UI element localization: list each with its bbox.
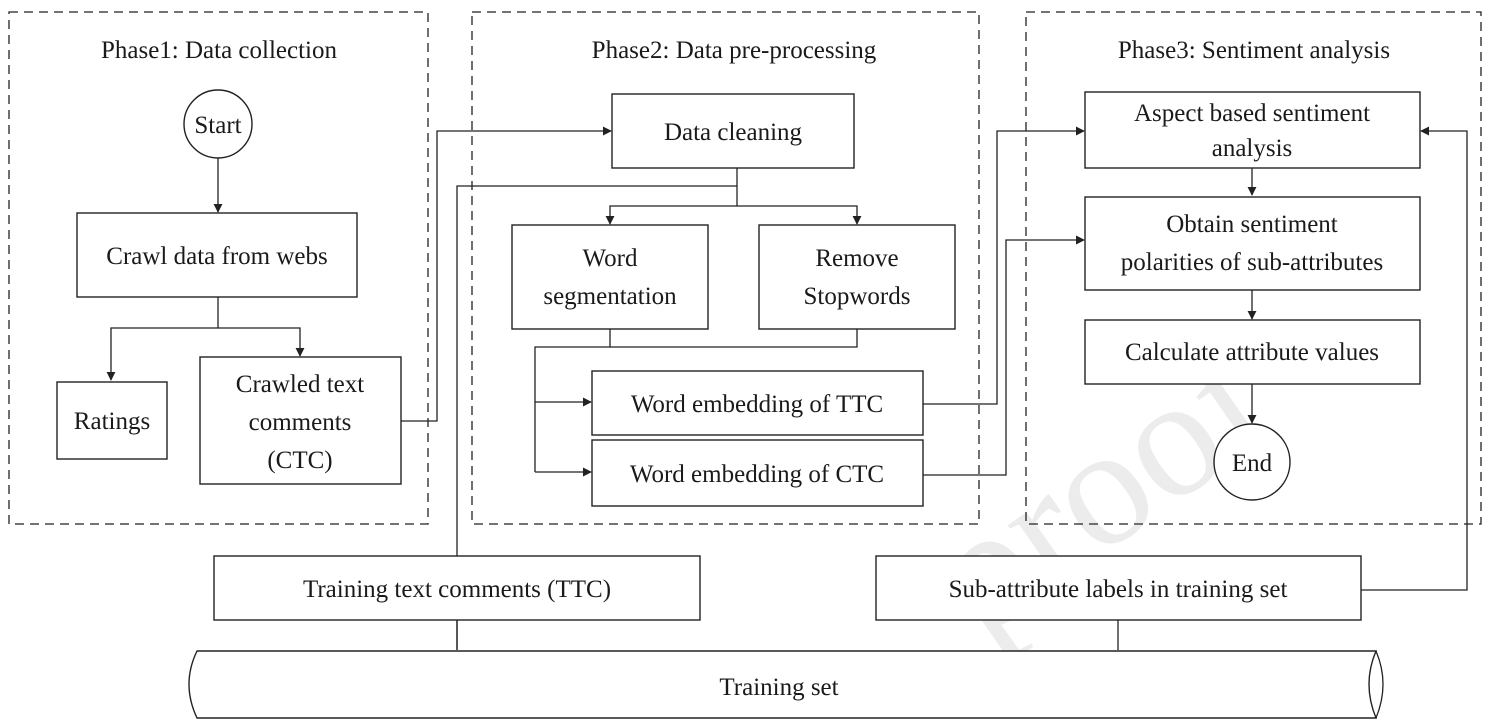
phase2-title: Phase2: Data pre-processing [592,37,877,64]
phase1-title: Phase1: Data collection [101,37,338,64]
polarities-label-line1: Obtain sentiment [1166,211,1338,238]
embedding-ctc-label: Word embedding of CTC [630,461,884,488]
segmentation-box [511,224,709,330]
arrow-labels-to-absa [1361,126,1468,591]
stopwords-label-line2: Stopwords [804,283,911,310]
phase1-container [8,11,429,525]
ratings-box [56,381,168,460]
ctc-label-line2: comments [249,409,352,436]
crawl-box [76,212,358,298]
absa-label-line1: Aspect based sentiment [1134,100,1370,127]
cleaning-label: Data cleaning [664,119,803,146]
arrow-embedding-ctc-to-polarities [923,235,1085,476]
calculate-label: Calculate attribute values [1125,339,1379,366]
polarities-box [1084,196,1421,291]
stopwords-label-line1: Remove [815,245,898,272]
polarities-label-line2: polarities of sub-attributes [1121,249,1383,276]
ctc-label-line3: (CTC) [267,447,332,474]
arrow-to-ratings [106,327,218,381]
training-set-label: Training set [719,674,838,701]
segmentation-label-line2: segmentation [543,283,677,310]
start-node [183,89,253,159]
phase3-container [1025,11,1482,525]
segmentation-label-line1: Word [583,245,638,272]
end-node [1213,423,1291,501]
connector-segmentation-down [534,329,611,472]
labels-box [875,555,1362,621]
arrow-to-ctc [218,327,305,357]
embedding-ctc-box [591,439,924,507]
connector-ttc-to-cleaning [456,185,737,650]
arrow-embedding-ttc-to-absa [923,126,1085,405]
ttc-box [213,555,701,621]
ctc-label-line1: Crawled text [236,371,364,398]
arrow-to-stopwords [737,205,862,225]
arrow-to-segmentation [605,205,737,225]
labels-label: Sub-attribute labels in training set [949,576,1288,603]
embedding-ttc-box [591,370,924,436]
phase3-title: Phase3: Sentiment analysis [1118,37,1390,64]
end-label: End [1232,450,1273,477]
arrow-ctc-to-cleaning [401,126,612,422]
absa-label-line2: analysis [1212,135,1293,162]
training-set-store-curl [1375,650,1384,719]
crawl-label: Crawl data from webs [106,243,327,270]
ttc-label: Training text comments (TTC) [303,576,611,603]
calculate-box [1084,319,1421,385]
stopwords-box [758,224,956,330]
ratings-label: Ratings [74,408,150,435]
cleaning-box [611,93,855,169]
connector-stopwords-down [610,329,858,348]
start-label: Start [194,112,241,139]
absa-box [1084,91,1421,169]
ctc-box [199,356,402,485]
embedding-ttc-label: Word embedding of TTC [631,391,883,418]
